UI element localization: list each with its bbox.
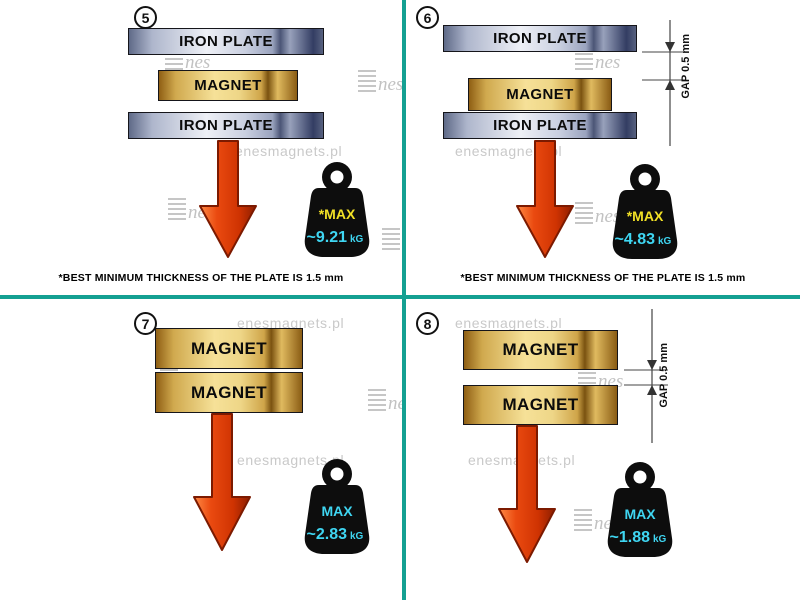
iron-plate-label: IRON PLATE (179, 117, 273, 134)
enes-logo-text: nes (185, 52, 211, 73)
weight-icon: MAX ~1.88 kG (607, 462, 673, 557)
quadrant-8: enesmagnets.pl nes enesmagnets.pl nes 8 … (406, 299, 800, 600)
enes-logo-text: nes (378, 74, 402, 95)
gap-dimension (642, 20, 686, 146)
enes-logo-watermark: nes (575, 48, 620, 72)
enes-logo-watermark: nes (368, 389, 402, 413)
iron-plate-bottom: IRON PLATE (128, 112, 324, 139)
weight-value: ~9.21 (307, 229, 348, 246)
magnet-bottom: MAGNET (155, 372, 303, 413)
weight-max-label: MAX (321, 503, 353, 519)
enes-logo-watermark: nes (382, 228, 402, 252)
weight-value: ~2.83 (307, 526, 348, 543)
watermark-site: enesmagnets.pl (235, 143, 343, 159)
pull-force-arrow (193, 413, 251, 551)
quadrant-7: enesmagnets.pl nes nes enesmagnets.pl 7 … (0, 299, 402, 600)
iron-plate-top: IRON PLATE (443, 25, 637, 52)
weight-value: ~4.83 (615, 231, 656, 248)
watermark-site: enesmagnets.pl (237, 315, 345, 331)
step-number: 6 (416, 6, 439, 29)
iron-plate-label: IRON PLATE (493, 117, 587, 134)
enes-logo-watermark: nes (575, 202, 620, 226)
watermark-site: enesmagnets.pl (237, 452, 345, 468)
weight-max-label: *MAX (627, 208, 664, 224)
enes-logo-icon (575, 202, 593, 226)
magnet-label: MAGNET (502, 340, 579, 359)
teal-divider-vertical (402, 0, 406, 600)
quadrant-5: nes nes enesmagnets.pl nes nes 5 IRON PL… (0, 0, 402, 295)
enes-logo-text: nes (388, 393, 402, 414)
enes-logo-icon (575, 48, 593, 72)
magnet-label: MAGNET (190, 338, 268, 358)
iron-plate-label: IRON PLATE (179, 33, 273, 50)
weight-max-label: *MAX (319, 206, 356, 222)
weight-unit: kG (653, 534, 667, 545)
enes-logo-text: nes (595, 206, 621, 227)
enes-logo-icon (168, 198, 186, 222)
enes-logo-icon (574, 509, 592, 533)
enes-logo-icon (368, 389, 386, 413)
enes-logo-icon (382, 228, 400, 252)
enes-logo-watermark: nes (358, 70, 402, 94)
step-number: 5 (134, 6, 157, 29)
weight-icon: MAX ~2.83 kG (304, 459, 370, 554)
enes-logo-icon (358, 70, 376, 94)
magnet-label: MAGNET (194, 77, 262, 94)
magnet-label: MAGNET (190, 382, 268, 402)
magnet-label: MAGNET (506, 86, 574, 103)
enes-logo-text: nes (595, 52, 621, 73)
pull-force-arrow (516, 140, 574, 258)
gap-label: GAP 0.5 mm (680, 34, 692, 99)
iron-plate-bottom: IRON PLATE (443, 112, 637, 139)
watermark-site: enesmagnets.pl (455, 315, 563, 331)
magnet: MAGNET (468, 78, 612, 111)
pull-force-arrow (498, 425, 556, 563)
pull-force-arrow (199, 140, 257, 258)
weight-icon: *MAX ~4.83 kG (612, 164, 678, 259)
quadrant-6: nes enesmagnets.pl nes 6 IRON PLATE MAGN… (406, 0, 800, 295)
iron-plate-label: IRON PLATE (493, 30, 587, 47)
teal-divider-horizontal (0, 295, 800, 299)
footnote: *BEST MINIMUM THICKNESS OF THE PLATE IS … (58, 272, 344, 284)
weight-icon: *MAX ~9.21 kG (304, 162, 370, 257)
magnet-label: MAGNET (502, 395, 579, 414)
magnet-top: MAGNET (155, 328, 303, 369)
weight-unit: kG (658, 236, 672, 247)
magnet-bottom: MAGNET (463, 385, 618, 425)
weight-unit: kG (350, 234, 364, 245)
gap-dimension (624, 309, 668, 443)
step-number: 8 (416, 312, 439, 335)
magnet: MAGNET (158, 70, 298, 101)
weight-value: ~1.88 (610, 529, 651, 546)
magnet-top: MAGNET (463, 330, 618, 370)
gap-label: GAP 0.5 mm (658, 343, 670, 408)
footnote: *BEST MINIMUM THICKNESS OF THE PLATE IS … (460, 272, 746, 284)
iron-plate-top: IRON PLATE (128, 28, 324, 55)
weight-max-label: MAX (624, 506, 656, 522)
weight-unit: kG (350, 531, 364, 542)
step-number: 7 (134, 312, 157, 335)
